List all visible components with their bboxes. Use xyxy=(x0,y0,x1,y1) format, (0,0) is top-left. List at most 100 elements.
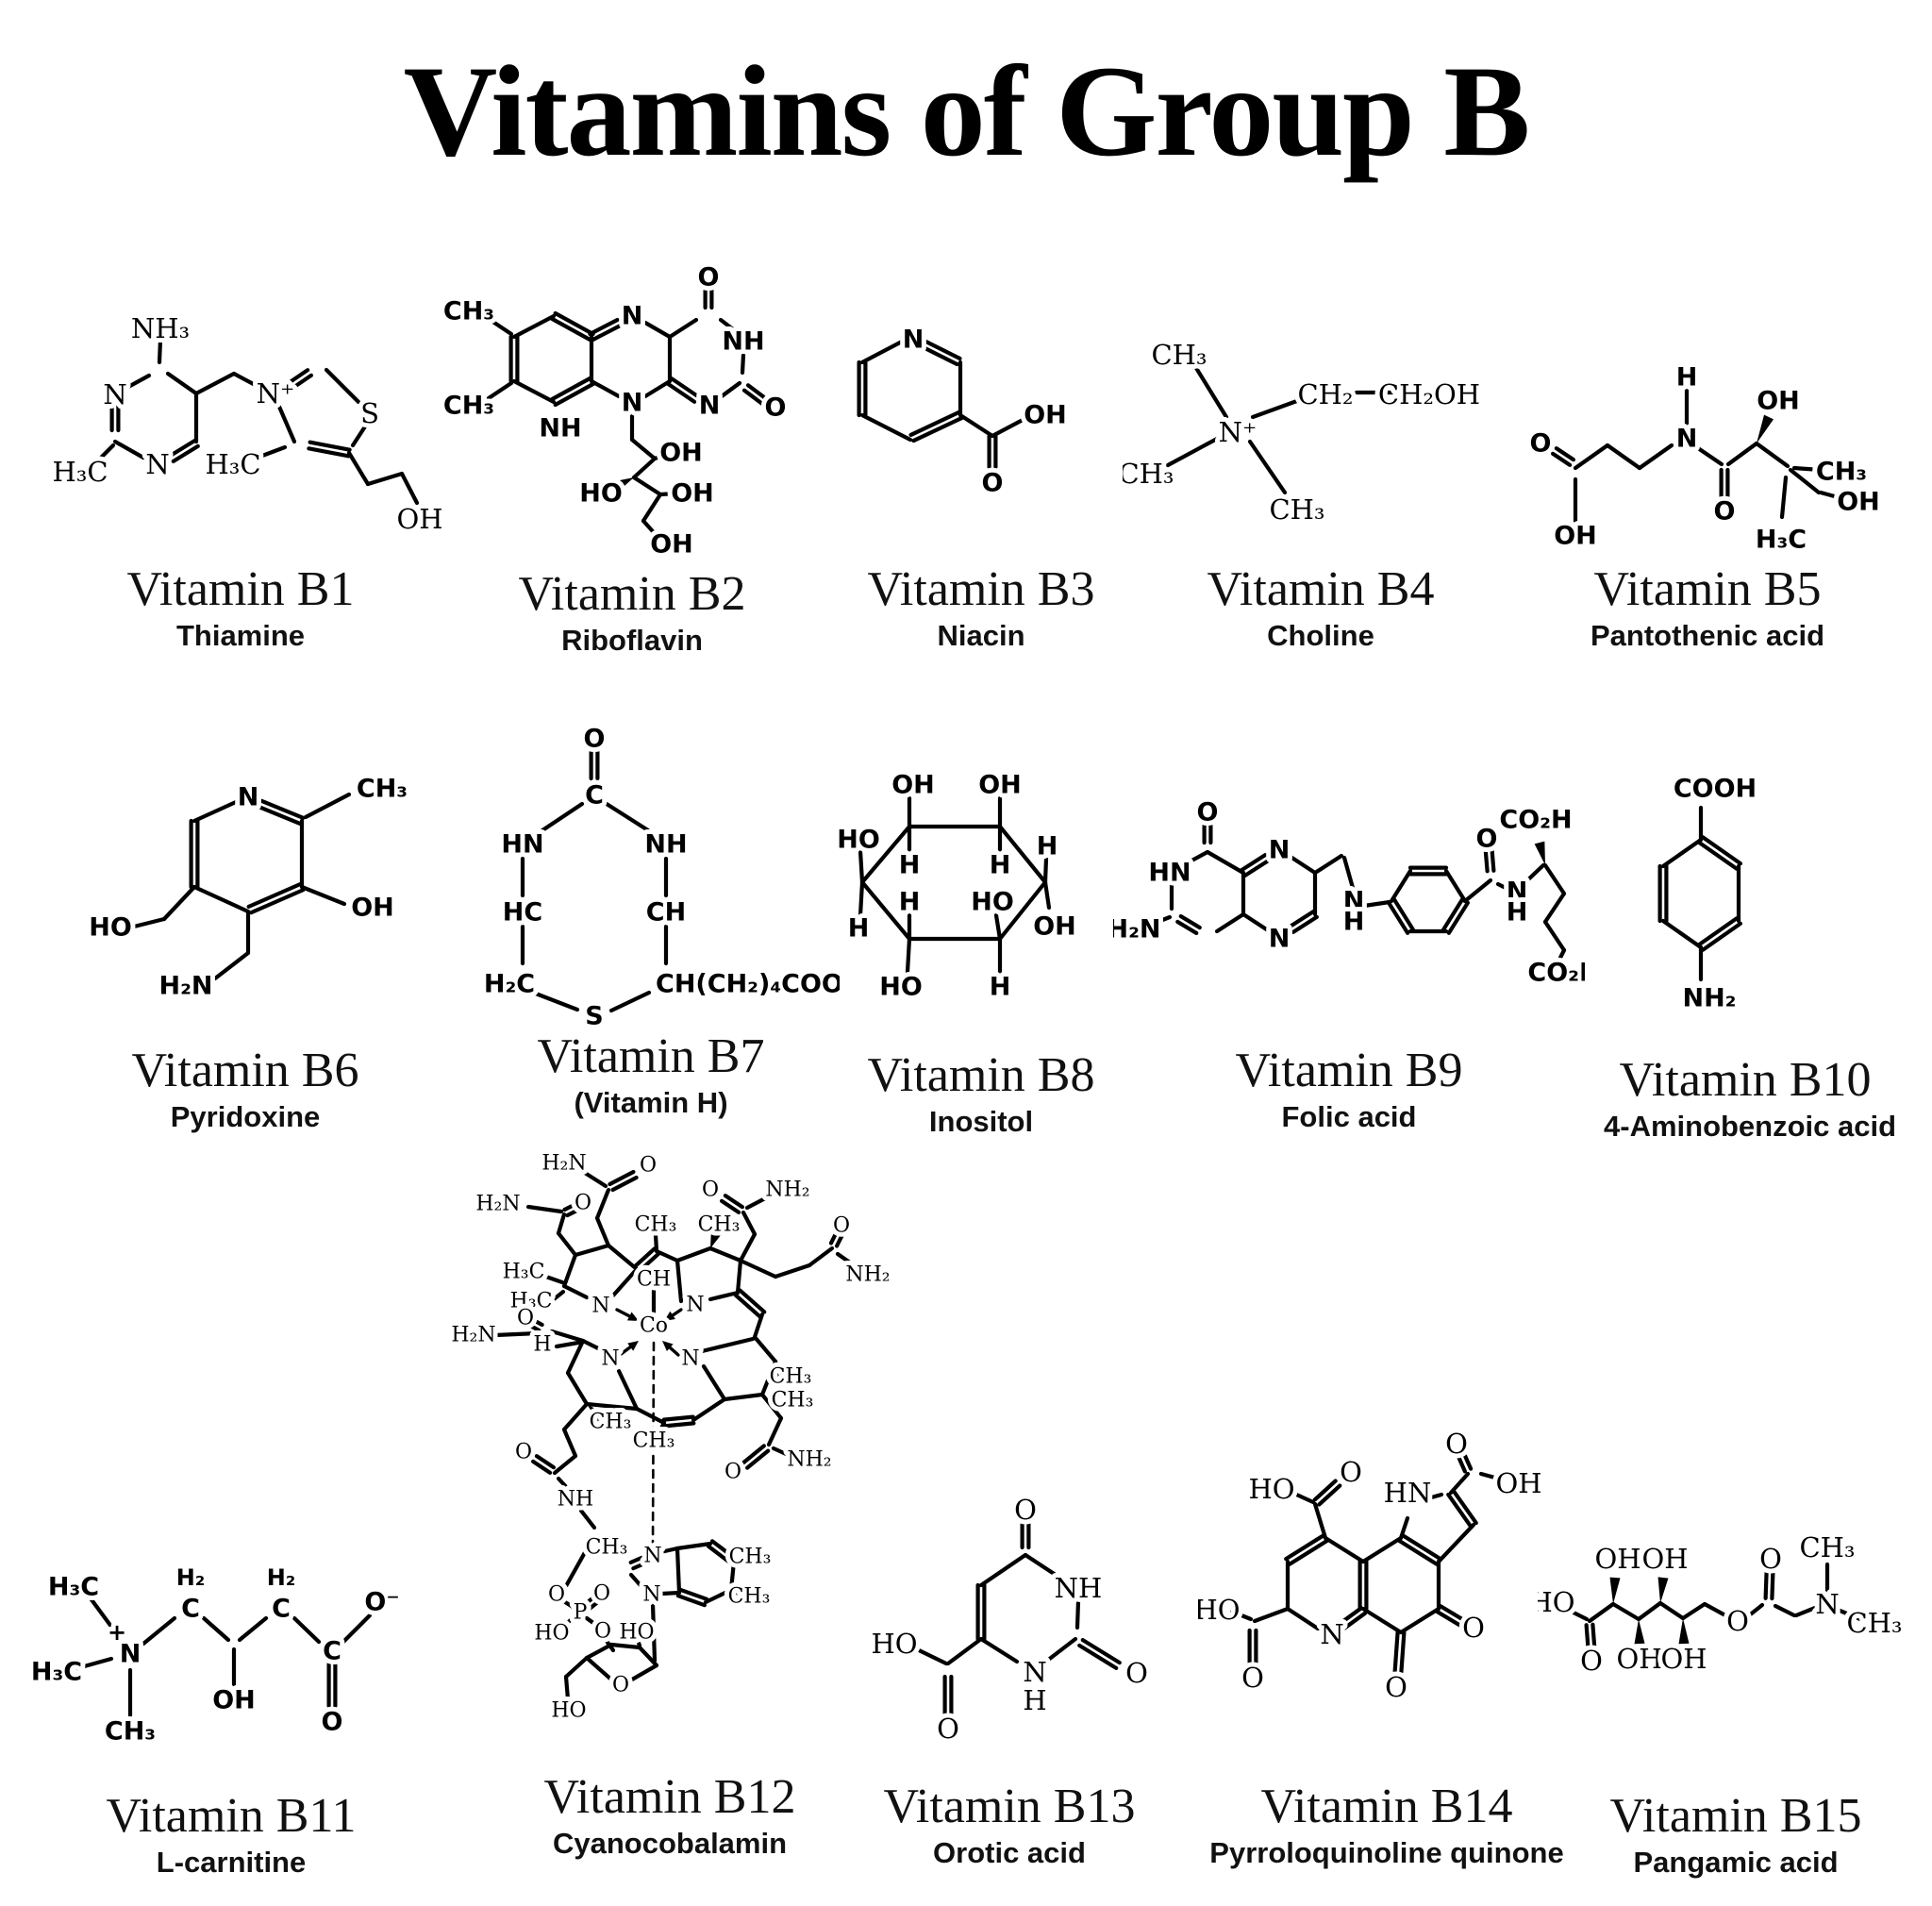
atom-label: H xyxy=(533,1333,551,1357)
atom-label: O xyxy=(702,1179,719,1202)
atom-label: O xyxy=(1014,1494,1037,1526)
atom-label: HN xyxy=(501,830,543,860)
atom-label: HO xyxy=(879,973,923,1002)
atom-label: OH xyxy=(1660,1643,1707,1675)
atom-label: N xyxy=(1320,1618,1343,1650)
atom-label: N xyxy=(1815,1588,1839,1620)
vitamin-subtitle-b4: Choline xyxy=(1267,619,1374,652)
atom-label: O xyxy=(612,1674,629,1697)
atom-label: O xyxy=(698,263,720,293)
atom-label: HO xyxy=(89,913,132,943)
atom-label: N xyxy=(622,302,643,331)
atom-label: P xyxy=(574,1601,588,1625)
atom-label: H xyxy=(1023,1684,1046,1716)
atom-label: OH xyxy=(650,530,693,560)
atom-label: N xyxy=(1676,425,1698,454)
atom-label: O xyxy=(1197,798,1219,828)
atom-label: OH xyxy=(1554,522,1597,551)
atom-label: COOH xyxy=(1674,775,1757,804)
atom-label: H₃C xyxy=(205,448,260,480)
atom-label: HO xyxy=(579,479,623,509)
vitamin-name-b12: Vitamin B12 xyxy=(543,1770,796,1824)
atom-label: O xyxy=(1530,429,1552,459)
atom-label: H xyxy=(1676,363,1698,393)
atom-label: OH xyxy=(1594,1543,1641,1575)
atom-label: O xyxy=(640,1154,657,1178)
atom-label: N xyxy=(622,389,643,418)
atom-label: H xyxy=(990,851,1011,880)
atom-label: CO₂H xyxy=(1499,806,1572,835)
structure-b10: COOH NH₂ xyxy=(1657,770,1761,1018)
atom-label: O xyxy=(548,1583,565,1607)
atom-label: CH₃ xyxy=(1816,458,1867,487)
atom-label: CH₃ xyxy=(1123,458,1174,490)
atom-label: H₃C xyxy=(48,1573,99,1602)
atom-label: OH xyxy=(1024,401,1067,430)
atom-label: CH₃ xyxy=(443,392,494,421)
atom-label: O xyxy=(765,393,787,423)
atom-label: NH xyxy=(644,830,687,860)
atom-label: HO xyxy=(837,826,880,855)
atom-label: NH₂ xyxy=(1682,984,1736,1013)
vitamin-subtitle-b6: Pyridoxine xyxy=(170,1100,321,1133)
atom-label: H₂N xyxy=(1113,915,1161,945)
vitamin-subtitle-b12: Cyanocobalamin xyxy=(552,1827,788,1860)
vitamin-name-b15: Vitamin B15 xyxy=(1609,1789,1862,1843)
atom-label: CH xyxy=(637,1268,671,1292)
atom-label: HO xyxy=(1538,1586,1575,1618)
atom-label: N xyxy=(903,326,924,355)
vitamin-subtitle-b7: (Vitamin H) xyxy=(574,1086,728,1119)
atom-label: HN xyxy=(1148,859,1191,888)
atom-label: HC xyxy=(503,898,542,928)
atom-label: NH xyxy=(1055,1572,1103,1604)
atom-label: C xyxy=(272,1595,291,1624)
vitamin-name-b1: Vitamin B1 xyxy=(126,562,355,616)
atom-label: N⁺ xyxy=(1219,416,1257,448)
atom-label: N⁺ xyxy=(257,377,295,410)
vitamin-subtitle-b15: Pangamic acid xyxy=(1633,1846,1839,1879)
atom-label: O xyxy=(1340,1456,1362,1488)
atom-label: OH xyxy=(1641,1543,1688,1575)
atom-label: HO xyxy=(1198,1594,1241,1626)
atom-label: O xyxy=(517,1307,534,1330)
atom-label: HO xyxy=(619,1621,654,1645)
atom-label: N xyxy=(681,1347,699,1371)
vitamin-subtitle-b3: Niacin xyxy=(937,619,1025,652)
atom-label: CH₃ xyxy=(729,1546,772,1569)
atom-label: CH₃ xyxy=(633,1430,675,1453)
atom-label: CH₃ xyxy=(635,1213,677,1237)
atom-label: CH₃ xyxy=(1799,1531,1855,1563)
atom-label: NH₃ xyxy=(131,312,190,344)
vitamin-name-b5: Vitamin B5 xyxy=(1593,562,1822,616)
atom-label: OH xyxy=(659,439,703,468)
atom-label: O xyxy=(575,1192,591,1215)
atom-label: HO xyxy=(971,888,1014,917)
atom-label: CH xyxy=(646,898,686,928)
vitamin-name-b3: Vitamin B3 xyxy=(867,562,1095,616)
atom-label: C xyxy=(323,1637,341,1666)
vitamin-subtitle-b11: L-carnitine xyxy=(156,1846,307,1879)
atom-label: H₂N xyxy=(451,1324,495,1347)
atom-label: OH xyxy=(671,479,714,509)
vitamin-subtitle-b13: Orotic acid xyxy=(933,1836,1086,1869)
atom-label: NH xyxy=(539,414,581,443)
atom-label: N xyxy=(1269,836,1291,865)
vitamin-subtitle-b8: Inositol xyxy=(928,1105,1034,1138)
atom-label: N xyxy=(1343,887,1365,916)
atom-label: O xyxy=(593,1582,610,1606)
vitamin-name-b6: Vitamin B6 xyxy=(131,1044,359,1097)
